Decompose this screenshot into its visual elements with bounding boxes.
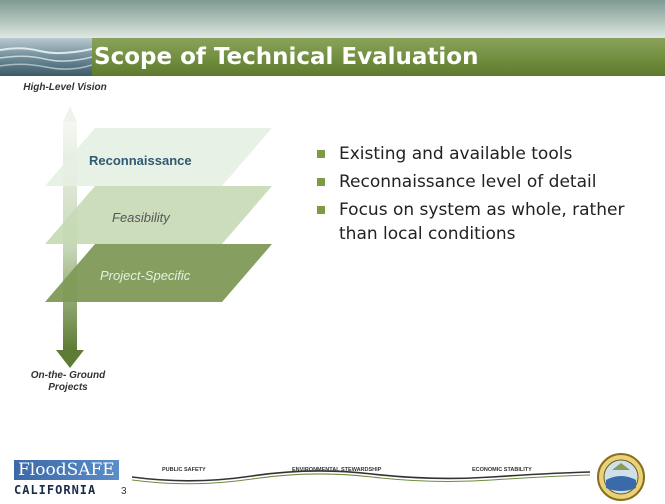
floodsafe-logo: FloodSAFE CALIFORNIA (14, 460, 119, 500)
bullet-item: Focus on system as whole, rather than lo… (314, 198, 659, 246)
banner-word-safety: PUBLIC SAFETY (162, 467, 206, 473)
plane-feasibility (45, 186, 272, 244)
page-number: 3 (121, 486, 127, 497)
arrow-head-up (63, 106, 77, 122)
bullet-list: Existing and available tools Reconnaissa… (314, 142, 659, 250)
logo-wordmark: FloodSAFE (14, 460, 119, 480)
square-bullet-icon (317, 206, 325, 214)
plane-project-specific (45, 244, 272, 302)
top-label: High-Level Vision (23, 82, 107, 93)
water-photo-image (0, 38, 92, 76)
state-seal-icon (597, 453, 645, 501)
bullet-item: Reconnaissance level of detail (314, 170, 659, 194)
plane-label-reconnaissance: Reconnaissance (89, 153, 192, 168)
slide-title: Scope of Technical Evaluation (94, 44, 479, 70)
plane-label-feasibility: Feasibility (112, 210, 170, 225)
bottom-label: On-the- Ground Projects (30, 370, 106, 393)
bullet-item: Existing and available tools (314, 142, 659, 166)
footer-wave-banner: PUBLIC SAFETY ENVIRONMENTAL STEWARDSHIP … (132, 467, 590, 485)
scope-diagram: High-Level Vision Reconnaissance Feasibi… (0, 78, 280, 408)
plane-reconnaissance (45, 128, 272, 186)
banner-word-environment: ENVIRONMENTAL STEWARDSHIP (292, 467, 382, 473)
square-bullet-icon (317, 150, 325, 158)
logo-subtitle: CALIFORNIA (14, 483, 97, 497)
diagram-graphic (45, 106, 272, 368)
header-band (0, 0, 665, 38)
square-bullet-icon (317, 178, 325, 186)
plane-label-project-specific: Project-Specific (100, 268, 191, 283)
banner-word-economy: ECONOMIC STABILITY (472, 467, 532, 473)
title-bar (0, 38, 665, 76)
arrow-head-down (56, 350, 84, 368)
